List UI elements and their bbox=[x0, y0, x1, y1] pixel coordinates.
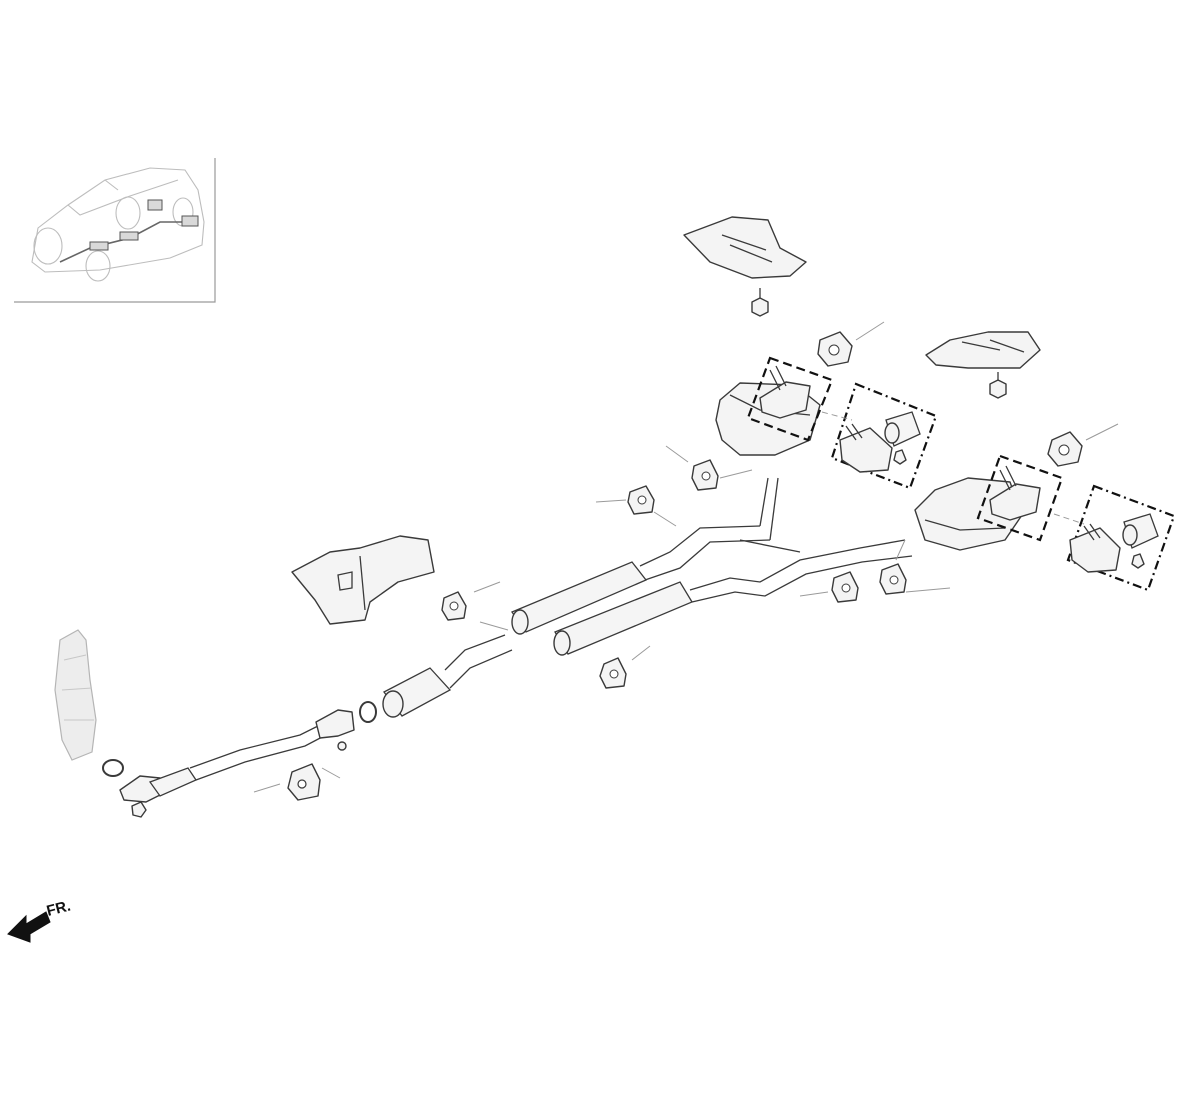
hanger-rubber-6 bbox=[879, 539, 951, 595]
front-resonator bbox=[382, 634, 513, 718]
center-heat-shield bbox=[291, 535, 435, 625]
exhaust-finisher-right bbox=[1066, 484, 1176, 592]
hanger-rubber-2 bbox=[599, 645, 651, 689]
front-pipe bbox=[119, 709, 355, 803]
hanger-rubber-7 bbox=[817, 321, 885, 367]
front-arrow-icon bbox=[7, 911, 51, 943]
inset-exhaust-highlight bbox=[59, 199, 199, 263]
hanger-rubber-5 bbox=[799, 571, 859, 603]
hanger-rubber-3 bbox=[595, 485, 677, 527]
hanger-rubber-8 bbox=[1047, 423, 1119, 467]
exhaust-tip-group-left bbox=[746, 356, 834, 442]
rear-heat-shield-left bbox=[683, 216, 807, 279]
front-flange-nut bbox=[131, 801, 147, 818]
rear-heat-shield-right bbox=[925, 331, 1041, 369]
middle-gasket bbox=[359, 701, 377, 723]
exhaust-finisher-left bbox=[830, 382, 938, 490]
front-direction-indicator: FR. bbox=[7, 898, 73, 943]
heat-shield-bolt-left bbox=[751, 288, 769, 317]
front-hanger-bracket bbox=[253, 763, 341, 801]
heat-shield-bolt-right bbox=[989, 372, 1007, 399]
catalytic-converter bbox=[54, 629, 97, 761]
intermediate-pipes bbox=[639, 477, 913, 603]
hanger-rubber-4 bbox=[665, 445, 753, 491]
vehicle-locator-inset bbox=[14, 158, 216, 303]
vehicle-outline bbox=[31, 167, 205, 282]
exhaust-tip-group-right bbox=[976, 454, 1064, 542]
hanger-rubber-1 bbox=[441, 581, 509, 631]
front-direction-label: FR. bbox=[45, 898, 73, 920]
front-gasket bbox=[102, 759, 124, 777]
center-muffler-right bbox=[553, 581, 693, 656]
